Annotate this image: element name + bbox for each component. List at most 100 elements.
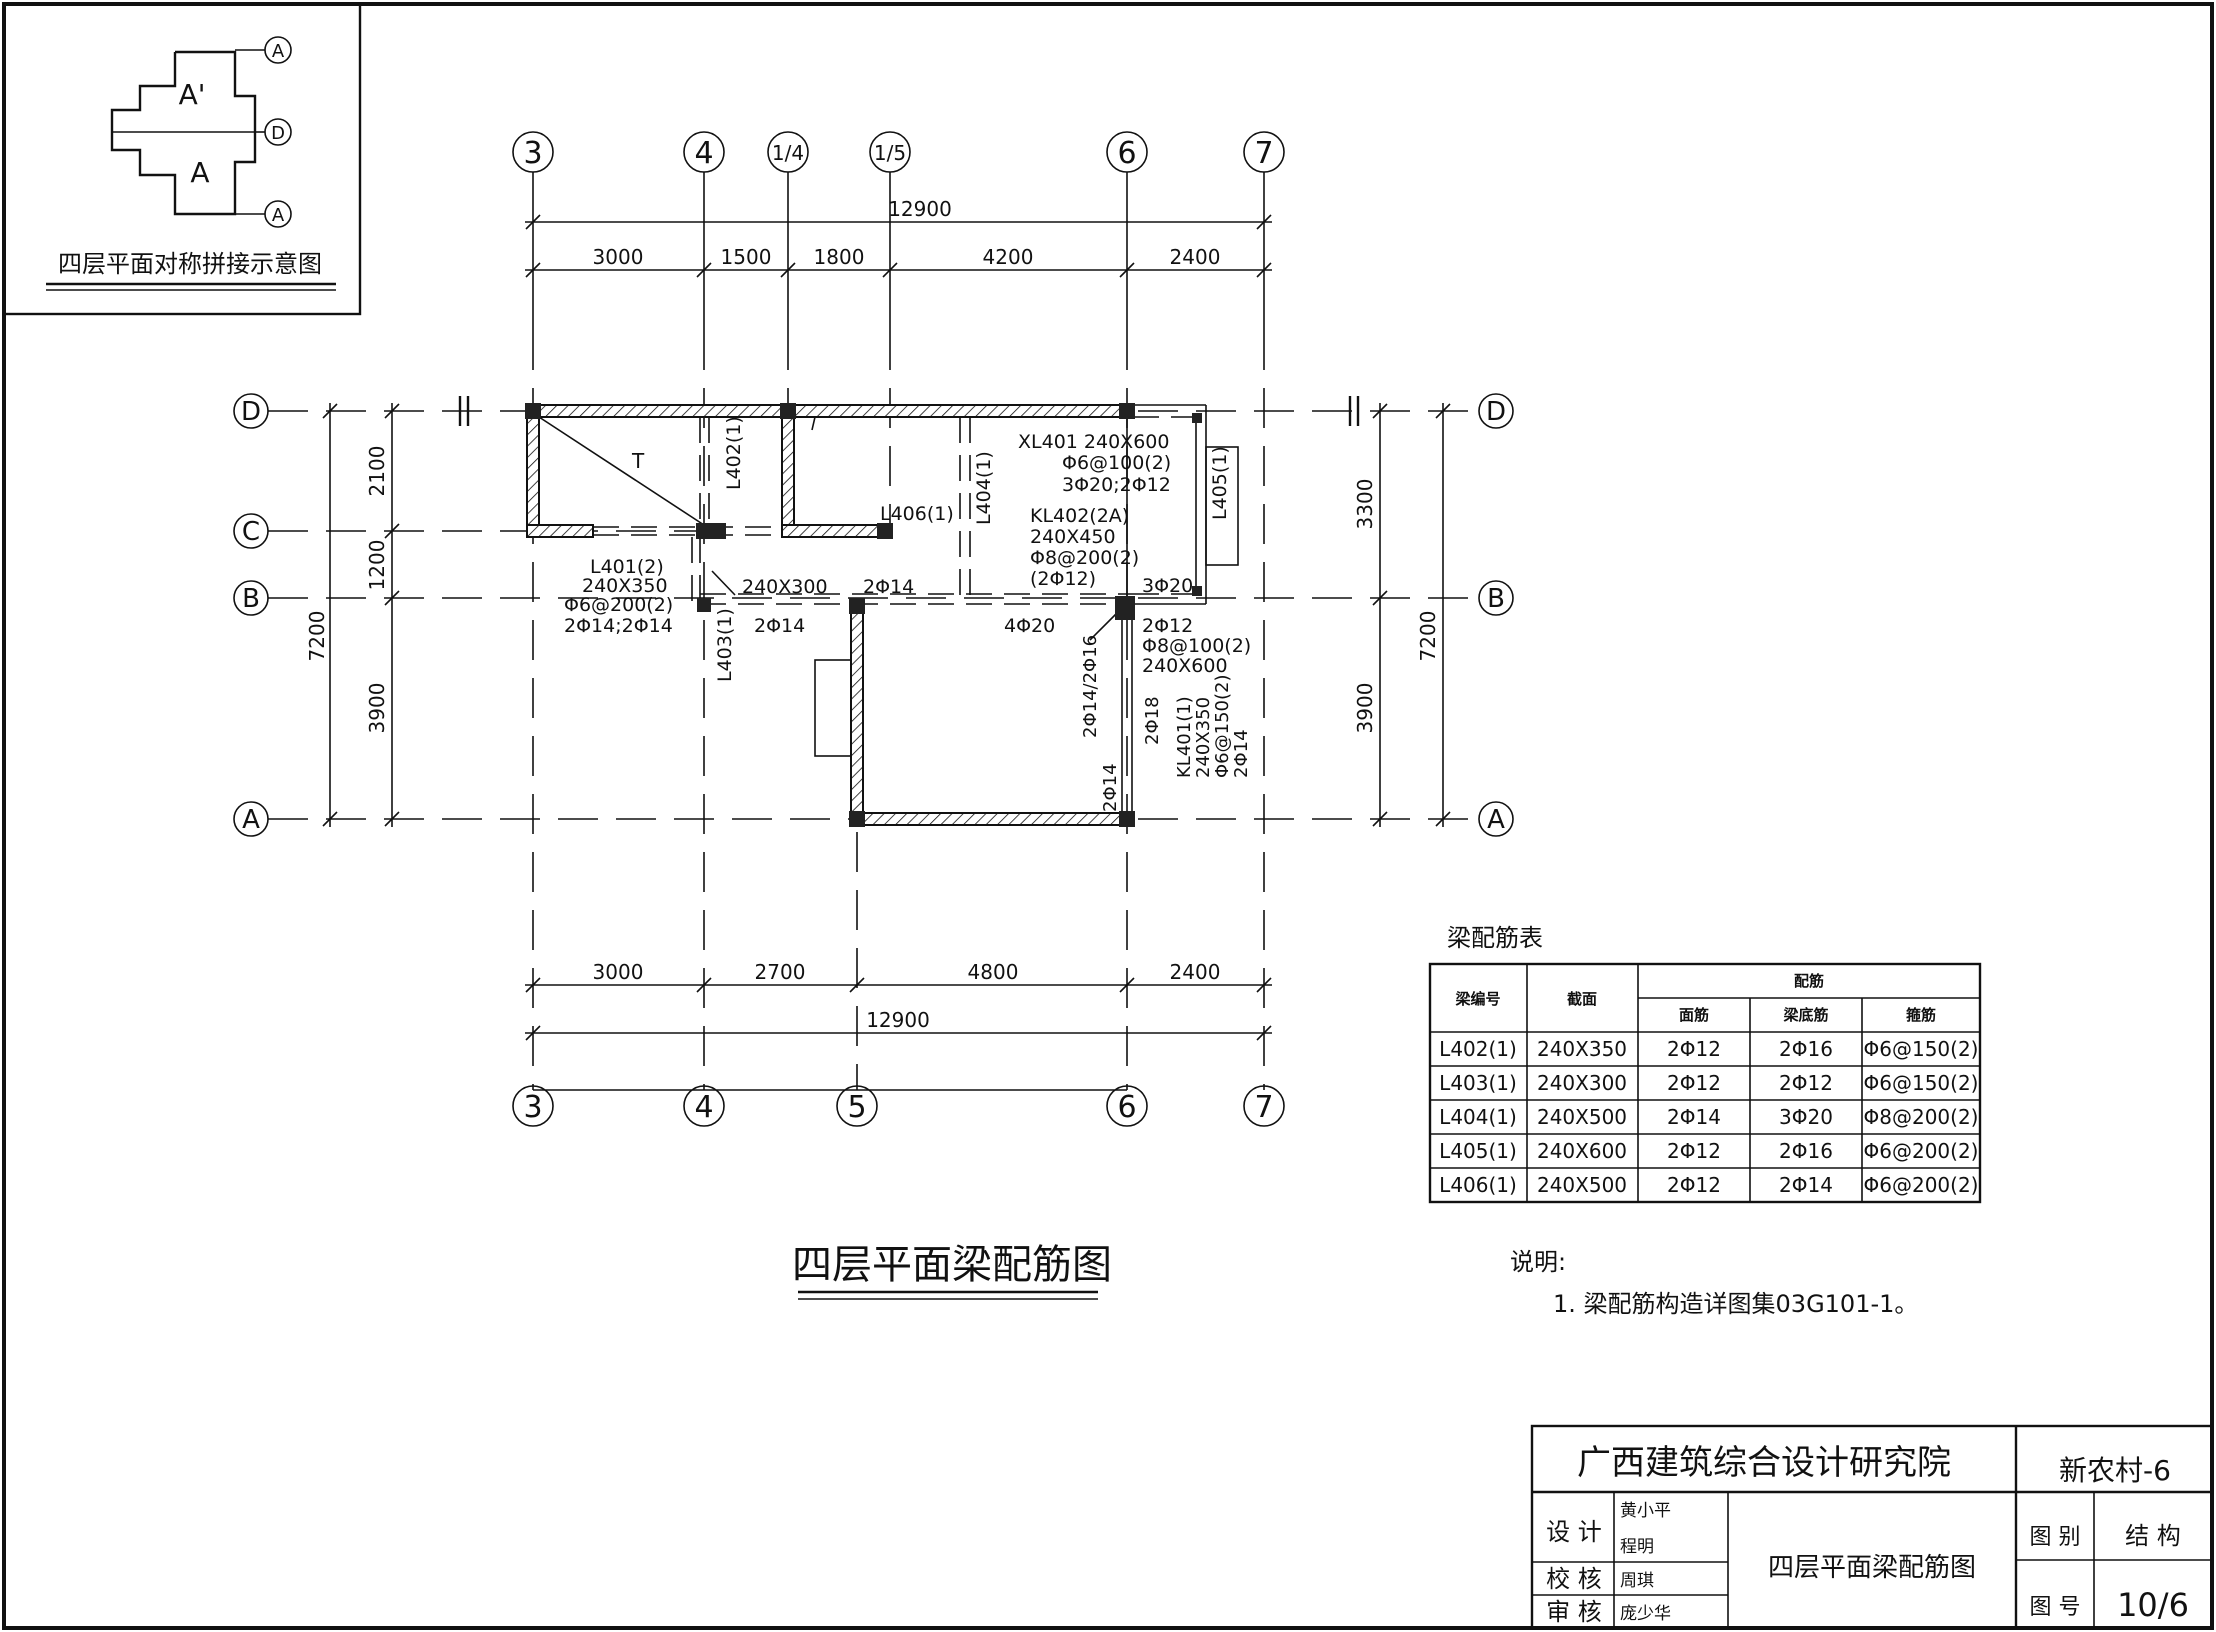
top-axis-bubbles: 3 4 1/4 1/5 6 7 [512, 131, 1285, 330]
table-cell: 240X500 [1537, 1105, 1627, 1129]
table-cell: L403(1) [1439, 1071, 1517, 1095]
notes: 说明: 1. 梁配筋构造详图集03G101-1。 [1510, 1248, 1918, 1318]
left-dim-1200: 1200 [365, 540, 389, 591]
bar-3p20: 3Φ20 [1142, 575, 1193, 597]
key-plan-label-a-prime: A' [179, 78, 206, 111]
xl401-line-1: XL401 240X600 [1018, 431, 1169, 453]
institute-name: 广西建筑综合设计研究院 [1577, 1443, 1951, 1483]
kl402-line-2: 240X450 [1030, 526, 1116, 548]
top-dim-3000: 3000 [593, 245, 644, 269]
axis-top-3: 3 [523, 136, 542, 171]
key-plan-axis-a-top: A [272, 41, 285, 62]
table-cell: 240X300 [1537, 1071, 1627, 1095]
table-header-section: 截面 [1567, 990, 1597, 1008]
bar-2p14-2p16: 2Φ14/2Φ16 [1080, 635, 1101, 738]
table-cell: 2Φ12 [1667, 1037, 1721, 1061]
plan-title-block: 四层平面梁配筋图 [792, 1242, 1112, 1300]
axis-top-1-5: 1/5 [874, 141, 906, 165]
axis-bottom-4: 4 [694, 1090, 713, 1125]
xl401-line-3: 3Φ20;2Φ12 [1062, 474, 1171, 496]
kl402-line-3: Φ8@200(2) [1030, 547, 1139, 569]
table-cell: 2Φ12 [1667, 1139, 1721, 1163]
bar-4p20: 4Φ20 [1004, 615, 1055, 637]
kl-right-line-1: 2Φ12 [1142, 615, 1193, 637]
top-dimensions: 12900 3000 1500 1800 4200 2400 [525, 197, 1272, 278]
l401-line-2: 240X350 [582, 575, 668, 597]
reviewer-name: 庞少华 [1620, 1604, 1671, 1624]
axis-right-a: A [1487, 805, 1505, 835]
kl402-line-4: (2Φ12) [1030, 568, 1096, 590]
bar-2p14-under: 2Φ14 [754, 615, 805, 637]
table-row: L406(1) 240X500 2Φ12 2Φ14 Φ6@200(2) [1439, 1173, 1978, 1197]
left-dimensions: 7200 2100 1200 3900 [305, 403, 400, 827]
checker-name: 周琪 [1620, 1571, 1654, 1591]
table-cell: 240X350 [1537, 1037, 1627, 1061]
table-cell: 2Φ12 [1667, 1071, 1721, 1095]
bottom-dim-2700: 2700 [755, 960, 806, 984]
table-row: L405(1) 240X600 2Φ12 2Φ16 Φ6@200(2) [1439, 1139, 1978, 1163]
axis-bottom-3: 3 [523, 1090, 542, 1125]
axis-bottom-5: 5 [847, 1090, 866, 1125]
label-l406: L406(1) [880, 503, 954, 525]
bar-2p14-bottom: 2Φ14 [1100, 763, 1121, 812]
bottom-dimensions: 3000 2700 4800 2400 12900 [525, 960, 1272, 1041]
axis-left-c: C [242, 517, 260, 547]
designer-2: 程明 [1620, 1537, 1654, 1557]
kl401-line-2: 240X350 [1193, 697, 1214, 778]
table-cell: Φ8@200(2) [1864, 1105, 1979, 1129]
axis-left-d: D [241, 397, 261, 427]
l401-line-3: Φ6@200(2) [564, 594, 673, 616]
left-dim-3900: 3900 [365, 683, 389, 734]
table-cell: L406(1) [1439, 1173, 1517, 1197]
bar-2p18: 2Φ18 [1142, 696, 1163, 745]
beam-table: 梁配筋表 梁编号 截面 配筋 面筋 梁底筋 箍筋 L402(1) 240X350… [1428, 924, 1982, 1204]
project-name: 新农村-6 [2059, 1454, 2171, 1487]
notes-item-1: 1. 梁配筋构造详图集03G101-1。 [1553, 1290, 1918, 1318]
label-l404: L404(1) [973, 451, 995, 525]
table-subheader-top: 面筋 [1679, 1006, 1709, 1024]
table-cell: Φ6@150(2) [1864, 1037, 1979, 1061]
top-dim-1500: 1500 [721, 245, 772, 269]
table-header-group: 配筋 [1794, 972, 1824, 990]
table-row: L402(1) 240X350 2Φ12 2Φ16 Φ6@150(2) [1439, 1037, 1978, 1061]
bottom-axis-bubbles: 3 4 5 6 7 [512, 1085, 1285, 1127]
table-cell: 2Φ14 [1667, 1105, 1721, 1129]
top-total-dimension: 12900 [888, 197, 952, 221]
axis-left-a: A [242, 805, 260, 835]
review-label: 审 核 [1546, 1598, 1602, 1626]
l401-line-1: L401(2) [590, 556, 664, 578]
table-cell: 2Φ12 [1667, 1173, 1721, 1197]
l401-line-4: 2Φ14;2Φ14 [564, 615, 673, 637]
table-subheader-stirrup: 箍筋 [1906, 1006, 1936, 1024]
check-label: 校 核 [1546, 1565, 1602, 1593]
axis-top-6: 6 [1117, 136, 1136, 171]
plan-title: 四层平面梁配筋图 [792, 1242, 1112, 1288]
kl-right-line-2: Φ8@100(2) [1142, 635, 1251, 657]
right-dim-3300: 3300 [1353, 479, 1377, 530]
table-cell: 2Φ16 [1779, 1139, 1833, 1163]
axis-bottom-7: 7 [1254, 1090, 1273, 1125]
bar-2p14-top: 2Φ14 [863, 576, 914, 598]
axis-top-4: 4 [694, 136, 713, 171]
table-cell: 2Φ12 [1779, 1071, 1833, 1095]
kl-right-line-3: 240X600 [1142, 655, 1228, 677]
table-cell: 2Φ16 [1779, 1037, 1833, 1061]
table-cell: 2Φ14 [1779, 1173, 1833, 1197]
axis-right-b: B [1487, 584, 1505, 614]
right-dim-3900: 3900 [1353, 683, 1377, 734]
category-value: 结 构 [2125, 1522, 2181, 1550]
table-cell: Φ6@200(2) [1864, 1173, 1979, 1197]
designer-1: 黄小平 [1620, 1501, 1671, 1521]
right-axis-bubbles: D B A [1478, 393, 1514, 837]
left-total-dimension: 7200 [305, 611, 329, 662]
xl401-line-2: Φ6@100(2) [1062, 452, 1171, 474]
table-subheader-bottom: 梁底筋 [1782, 1006, 1828, 1024]
key-plan-axis-a-bottom: A [272, 205, 285, 226]
left-dim-2100: 2100 [365, 446, 389, 497]
table-cell: 3Φ20 [1779, 1105, 1833, 1129]
break-marks [458, 396, 1360, 426]
right-total-dimension: 7200 [1416, 611, 1440, 662]
top-dim-4200: 4200 [983, 245, 1034, 269]
label-l405: L405(1) [1209, 446, 1231, 520]
